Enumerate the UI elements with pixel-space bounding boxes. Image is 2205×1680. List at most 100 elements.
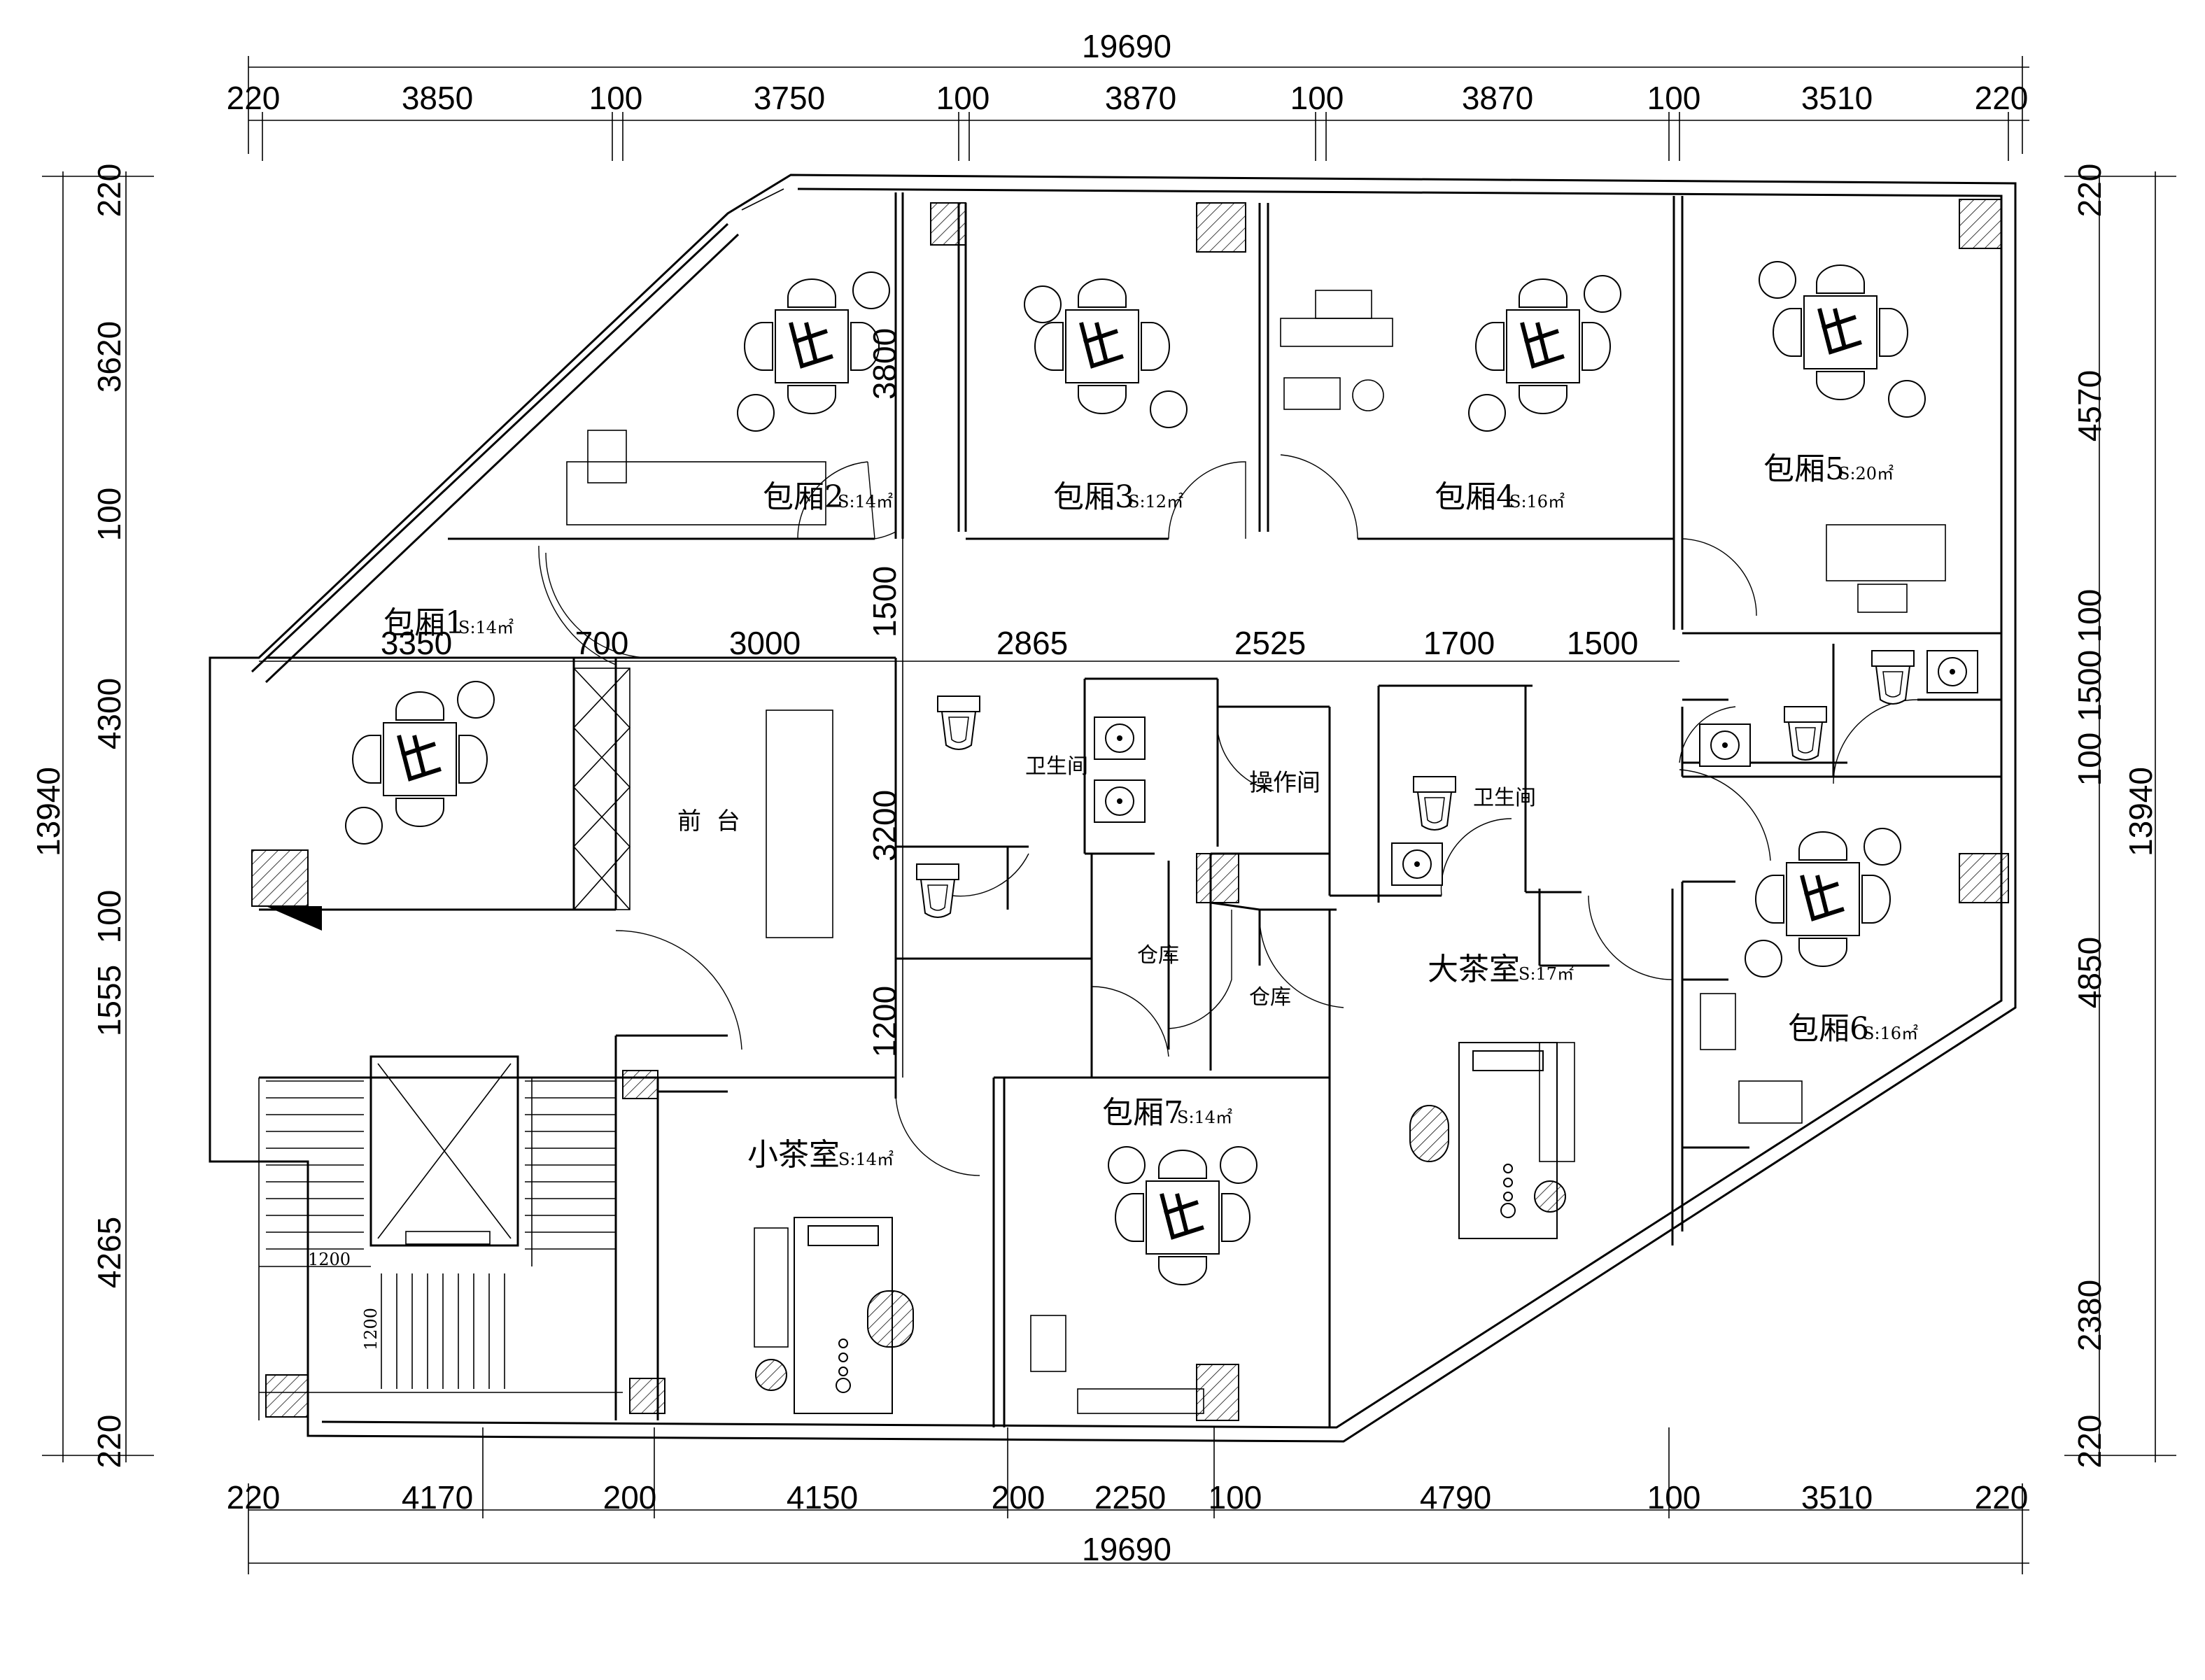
- dim-bottom-10: 220: [1975, 1479, 2029, 1516]
- dim-top-segments: 220 3850 100 3750 100 3870 100 3870 100 …: [227, 80, 2029, 116]
- dim-top-8: 100: [1647, 80, 1701, 116]
- structural-columns: [251, 199, 2009, 1421]
- dim-left-2: 100: [91, 488, 127, 542]
- staircase: [258, 1055, 623, 1420]
- dim-top-9: 3510: [1801, 80, 1873, 116]
- room-name: 包厢3: [1053, 479, 1134, 515]
- room-label-ops: 操作间: [1249, 769, 1320, 797]
- dim-left-0: 220: [91, 164, 127, 218]
- room-label-reception: 前 台: [677, 807, 740, 835]
- room-label-wc2: 卫生间: [1473, 786, 1536, 810]
- dim-v1200: 1200: [866, 986, 903, 1057]
- room-label-r5: 包厢5 S:20㎡: [1763, 451, 1894, 487]
- room-label-r1: 包厢1 S:14㎡: [383, 605, 514, 641]
- room-name: 大茶室: [1428, 952, 1520, 987]
- dim-right-segments: 220 4570 100 1500 100 4850 2380 220: [2071, 164, 2108, 1469]
- room-area: S:20㎡: [1838, 464, 1894, 483]
- room-name: 包厢4: [1435, 479, 1516, 515]
- dim-right-total: 13940: [2122, 767, 2159, 856]
- dim-3350: 3350: [381, 625, 452, 661]
- room-label-r2: 包厢2 S:14㎡: [763, 479, 893, 515]
- room-label-store1: 仓库: [1137, 943, 1179, 968]
- right-dimensions: [2064, 171, 2176, 1462]
- dim-right-1: 4570: [2071, 370, 2108, 442]
- dim-top-6: 100: [1290, 80, 1344, 116]
- room-name: 包厢1: [383, 605, 465, 641]
- dim-left-6: 4265: [91, 1217, 127, 1288]
- dim-1700: 1700: [1423, 625, 1495, 661]
- room-name: 包厢7: [1102, 1095, 1183, 1131]
- room-label-r4: 包厢4 S:16㎡: [1435, 479, 1565, 515]
- dim-top-10: 220: [1975, 80, 2029, 116]
- dim-left-5: 1555: [91, 965, 127, 1036]
- room-area: S:16㎡: [1863, 1024, 1918, 1043]
- dim-bottom-8: 100: [1647, 1479, 1701, 1516]
- room-area: S:14㎡: [838, 492, 893, 511]
- dim-left-7: 220: [91, 1415, 127, 1469]
- dim-bottom-total: 19690: [1082, 1531, 1171, 1567]
- exterior-walls: [209, 174, 2017, 1443]
- left-dimensions: [42, 171, 154, 1462]
- room-label-small-tea: 小茶室 S:14㎡: [747, 1137, 894, 1173]
- room-label-r6: 包厢6 S:16㎡: [1788, 1011, 1918, 1047]
- room-area: S:16㎡: [1509, 492, 1565, 511]
- dim-2865: 2865: [996, 625, 1068, 661]
- dim-1500: 1500: [1567, 625, 1638, 661]
- door-swings: [538, 454, 1918, 1176]
- dim-right-7: 220: [2071, 1415, 2108, 1469]
- dim-bottom-2: 200: [603, 1479, 657, 1516]
- dim-v3800: 3800: [866, 328, 903, 400]
- interior-walls: [259, 192, 2001, 1427]
- dim-left-total: 13940: [30, 767, 66, 856]
- room-name: 包厢6: [1788, 1011, 1869, 1047]
- dim-stair-2: 1200: [361, 1308, 381, 1350]
- dim-top-3: 3750: [754, 80, 825, 116]
- room-label-r3: 包厢3 S:12㎡: [1053, 479, 1183, 515]
- dim-stair-1: 1200: [308, 1250, 351, 1269]
- dim-left-3: 4300: [91, 678, 127, 749]
- dim-right-3: 1500: [2071, 650, 2108, 721]
- dim-bottom-3: 4150: [787, 1479, 858, 1516]
- dim-left-segments: 220 3620 100 4300 100 1555 4265 220: [91, 164, 127, 1469]
- dim-right-6: 2380: [2071, 1280, 2108, 1351]
- dim-bottom-9: 3510: [1801, 1479, 1873, 1516]
- room-label-r7: 包厢7 S:14㎡: [1102, 1095, 1232, 1131]
- dim-right-5: 4850: [2071, 937, 2108, 1008]
- dim-right-4: 100: [2071, 733, 2108, 786]
- top-dimensions: [248, 56, 2029, 161]
- dim-700: 700: [575, 625, 629, 661]
- dim-v3200: 3200: [866, 790, 903, 861]
- dim-top-total: 19690: [1082, 28, 1171, 64]
- dim-bottom-0: 220: [227, 1479, 281, 1516]
- room-label-wc1: 卫生间: [1025, 754, 1088, 779]
- bottom-dimensions: [248, 1427, 2029, 1574]
- dim-bottom-6: 100: [1209, 1479, 1262, 1516]
- room-name: 包厢5: [1763, 451, 1845, 487]
- dim-2525: 2525: [1234, 625, 1306, 661]
- dim-bottom-segments: 220 4170 200 4150 200 2250 100 4790 100 …: [227, 1479, 2029, 1516]
- dim-bottom-4: 200: [992, 1479, 1045, 1516]
- room-area: S:14㎡: [1177, 1108, 1232, 1127]
- room-name: 包厢2: [763, 479, 844, 515]
- dim-top-7: 3870: [1462, 80, 1533, 116]
- dim-bottom-7: 4790: [1420, 1479, 1491, 1516]
- dim-left-1: 3620: [91, 321, 127, 393]
- interior-dim-lines: [259, 539, 1679, 1078]
- dim-right-2: 100: [2071, 589, 2108, 643]
- room-label-big-tea: 大茶室 S:17㎡: [1428, 952, 1574, 987]
- dim-left-4: 100: [91, 890, 127, 944]
- dim-v1500: 1500: [866, 566, 903, 637]
- room-area: S:17㎡: [1519, 964, 1574, 984]
- dim-3000: 3000: [729, 625, 801, 661]
- dim-top-4: 100: [936, 80, 990, 116]
- dim-bottom-1: 4170: [402, 1479, 473, 1516]
- room-area: S:14㎡: [458, 618, 514, 637]
- furniture: [345, 261, 1978, 1414]
- room-label-store2: 仓库: [1249, 985, 1291, 1010]
- room-area: S:14㎡: [838, 1150, 894, 1169]
- dim-right-0: 220: [2071, 164, 2108, 218]
- dim-top-0: 220: [227, 80, 281, 116]
- dim-bottom-5: 2250: [1094, 1479, 1166, 1516]
- dim-top-1: 3850: [402, 80, 473, 116]
